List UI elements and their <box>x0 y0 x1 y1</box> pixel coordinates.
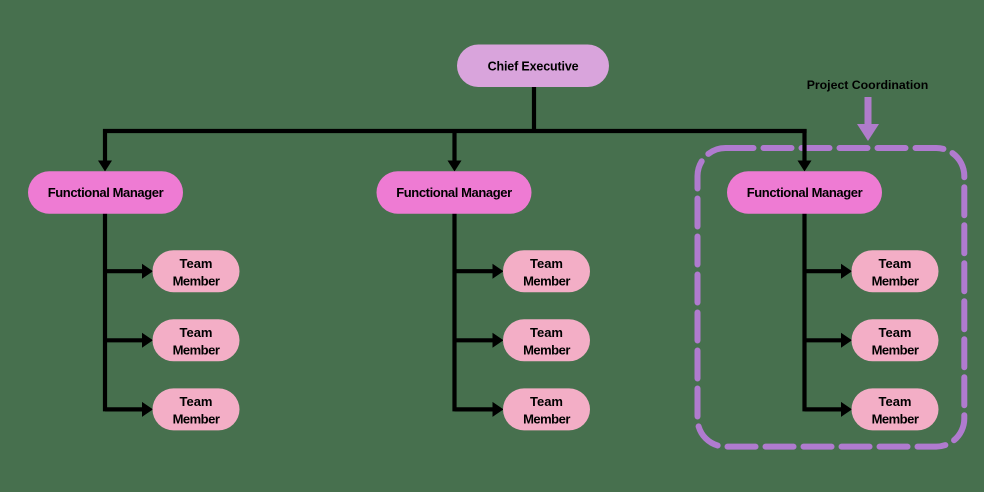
svg-text:Project Coordination: Project Coordination <box>807 78 929 92</box>
svg-text:Team: Team <box>180 256 213 271</box>
svg-text:Team: Team <box>879 256 912 271</box>
svg-text:Member: Member <box>173 343 220 358</box>
svg-text:Team: Team <box>180 394 213 409</box>
svg-text:Team: Team <box>879 325 912 340</box>
svg-text:Team: Team <box>530 325 563 340</box>
svg-text:Member: Member <box>872 412 919 427</box>
svg-text:Functional Manager: Functional Manager <box>747 185 863 200</box>
svg-text:Member: Member <box>523 273 570 288</box>
svg-text:Member: Member <box>173 412 220 427</box>
svg-text:Team: Team <box>530 256 563 271</box>
svg-text:Member: Member <box>173 273 220 288</box>
svg-text:Chief Executive: Chief Executive <box>488 59 579 73</box>
svg-text:Member: Member <box>872 273 919 288</box>
svg-text:Member: Member <box>872 343 919 358</box>
svg-text:Member: Member <box>523 343 570 358</box>
svg-text:Team: Team <box>879 394 912 409</box>
svg-text:Team: Team <box>530 394 563 409</box>
svg-text:Functional Manager: Functional Manager <box>396 185 512 200</box>
svg-text:Functional Manager: Functional Manager <box>48 185 164 200</box>
svg-text:Team: Team <box>180 325 213 340</box>
svg-text:Member: Member <box>523 412 570 427</box>
